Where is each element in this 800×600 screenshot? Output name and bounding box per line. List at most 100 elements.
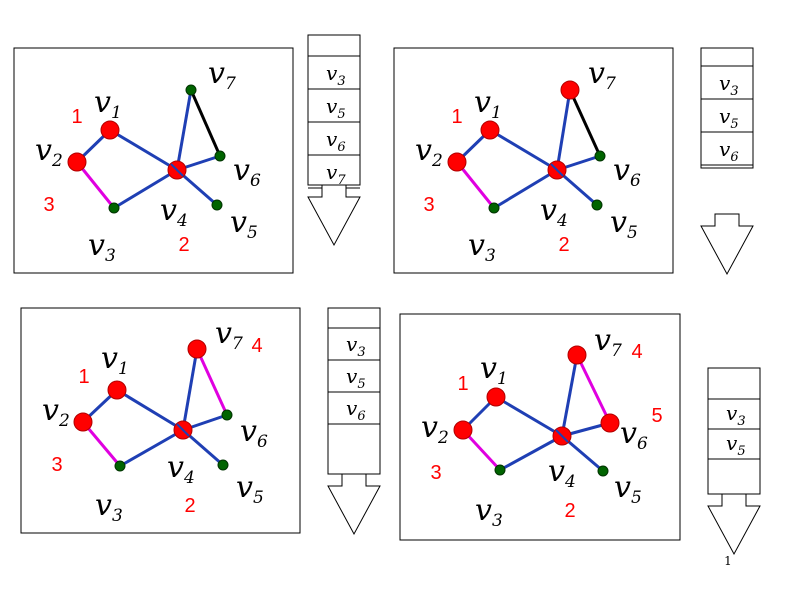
edge-v1-v4 (495, 395, 563, 438)
order-label-v4: 2 (564, 500, 575, 522)
vertex-label-sub: 5 (627, 223, 638, 243)
vertex-v6 (221, 409, 233, 421)
vertex-label-sub: 7 (225, 74, 236, 94)
panel-frame (399, 313, 681, 541)
stack-down-arrow (707, 493, 761, 556)
vertex-label-sub: 1 (111, 103, 122, 123)
edge-v7-v6 (189, 89, 222, 157)
vertex-label-sub: 3 (112, 506, 123, 526)
vertex-v5 (597, 465, 609, 477)
vertex-v3 (488, 202, 500, 214)
stack-box (700, 47, 754, 169)
page-number: 1 (724, 554, 732, 568)
vertex-label-sub: 5 (253, 488, 264, 508)
vertex-v2 (73, 412, 93, 432)
edge-v4-v3 (113, 168, 178, 210)
edge-v7-v6 (575, 354, 612, 424)
panel-frame (393, 47, 674, 274)
vertex-label-v6: v6 (620, 416, 648, 454)
vertex-label-v7: v7 (594, 323, 622, 361)
vertex-label-sub: 6 (637, 434, 648, 454)
edge-v1-v4 (109, 128, 178, 172)
vertex-label-sub: 2 (437, 428, 449, 448)
edge-v1-v4 (116, 388, 184, 432)
vertex-label-v7: v7 (208, 56, 236, 94)
vertex-label-sub: 7 (611, 341, 622, 361)
vertex-label-v4: v4 (548, 454, 576, 492)
vertex-v7 (185, 84, 197, 96)
vertex-label-sub: 4 (556, 211, 568, 231)
vertex-label-sub: 5 (631, 488, 642, 508)
edge-v4-v7 (181, 348, 199, 431)
vertex-v2 (453, 420, 473, 440)
vertex-v3 (114, 460, 126, 472)
vertex-v1 (100, 120, 120, 140)
stack-down-arrow (307, 184, 361, 247)
vertex-label-v5: v5 (614, 470, 642, 508)
stack-down-arrow (327, 473, 381, 536)
vertex-label-sub: 2 (431, 151, 443, 171)
vertex-v7 (560, 80, 580, 100)
vertex-label-sub: 1 (491, 103, 502, 123)
vertex-label-sub: 3 (492, 511, 503, 531)
order-label-v6: 5 (651, 405, 662, 427)
vertex-v6 (600, 413, 620, 433)
vertex-label-sub: 7 (232, 334, 243, 354)
edge-v4-v3 (493, 168, 558, 210)
vertex-label-sub: 4 (564, 472, 576, 492)
vertex-label-v6: v6 (233, 153, 261, 191)
vertex-label-v4: v4 (540, 193, 568, 231)
edge-v4-v3 (499, 434, 563, 472)
vertex-v6 (214, 150, 226, 162)
edge-v1-v4 (489, 128, 558, 172)
edge-v7-v6 (568, 89, 602, 157)
vertex-label-sub: 6 (630, 171, 641, 191)
vertex-label-sub: 1 (497, 369, 508, 389)
vertex-label-v1: v1 (101, 341, 129, 379)
edges (455, 89, 602, 210)
vertex-label-v2: v2 (35, 133, 63, 171)
order-label-v7: 4 (251, 335, 262, 357)
v4-cross-mark (550, 163, 564, 177)
vertex-label-v7: v7 (215, 316, 243, 354)
edge-v7-v6 (195, 348, 229, 416)
vertex-v3 (494, 464, 506, 476)
vertex-label-v4: v4 (167, 450, 195, 488)
panel-frame (20, 307, 301, 534)
vertex-label-v1: v1 (94, 85, 122, 123)
vertex-label-sub: 6 (257, 432, 268, 452)
vertex-label-sub: 2 (51, 151, 63, 171)
vertex-label-sub: 2 (58, 411, 70, 431)
vertex-label-sub: 5 (247, 223, 258, 243)
v4-cross-mark (555, 429, 569, 443)
vertex-v1 (107, 380, 127, 400)
vertex-label-sub: 6 (250, 171, 261, 191)
vertex-label-v5: v5 (230, 205, 258, 243)
vertex-v7 (567, 345, 587, 365)
vertex-label-v7: v7 (588, 56, 616, 94)
vertex-v1 (480, 120, 500, 140)
vertex-v6 (594, 150, 606, 162)
vertex-label-v5: v5 (610, 205, 638, 243)
edge-v2-v3 (75, 161, 116, 209)
v4-cross-mark (170, 163, 184, 177)
vertex-v2 (67, 152, 87, 172)
vertex-v2 (447, 152, 467, 172)
vertex-v1 (486, 387, 506, 407)
edge-v2-v3 (455, 161, 496, 209)
vertex-v5 (591, 199, 603, 211)
vertex-label-v4: v4 (160, 193, 188, 231)
vertex-label-v3: v3 (95, 488, 123, 526)
order-label-v4: 2 (178, 234, 189, 256)
stack-down-arrow (700, 213, 754, 276)
vertex-v3 (108, 202, 120, 214)
vertex-v5 (217, 459, 229, 471)
edge-v2-v3 (81, 421, 122, 467)
vertex-label-v5: v5 (236, 470, 264, 508)
vertex-label-v6: v6 (613, 153, 641, 191)
